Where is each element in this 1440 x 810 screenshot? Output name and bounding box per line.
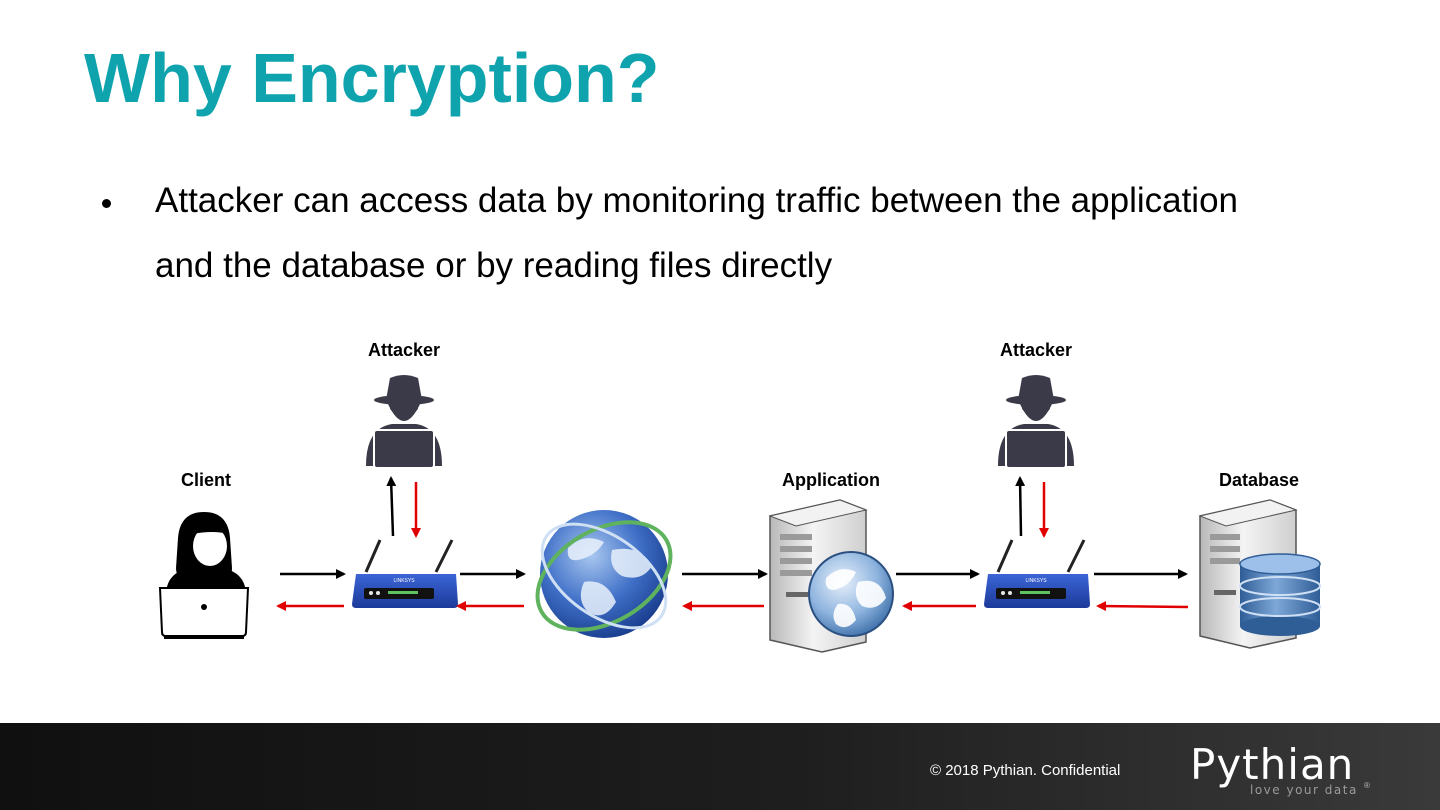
sniff-arrow-up	[1020, 478, 1021, 536]
brand-tagline: love your data	[1250, 783, 1358, 797]
label-database: Database	[1219, 470, 1299, 490]
return-arrow	[1098, 606, 1188, 607]
bullet-dot-icon	[102, 199, 111, 208]
label-attacker-2: Attacker	[1000, 340, 1072, 360]
client-user-icon	[160, 512, 248, 639]
router-brand-label: LINKSYS	[1025, 578, 1047, 584]
attacker-icon	[366, 375, 442, 468]
bullet-text: Attacker can access data by monitoring t…	[155, 168, 1295, 298]
internet-globe-icon	[519, 500, 690, 652]
application-server-icon	[770, 500, 893, 652]
copyright-text: © 2018 Pythian. Confidential	[930, 762, 1120, 779]
router-icon: LINKSYS	[984, 540, 1090, 608]
router-icon: LINKSYS	[352, 540, 458, 608]
bullet-list: Attacker can access data by monitoring t…	[102, 168, 1302, 298]
database-server-icon	[1200, 500, 1320, 648]
attacker-icon	[998, 375, 1074, 468]
bullet-item: Attacker can access data by monitoring t…	[102, 168, 1302, 298]
registered-mark: ®	[1364, 781, 1370, 790]
label-client: Client	[181, 470, 231, 490]
slide-title: Why Encryption?	[84, 38, 660, 118]
brand-name: Pythian	[1190, 741, 1354, 789]
sniff-arrow-up	[391, 478, 393, 536]
router-brand-label: LINKSYS	[393, 578, 415, 584]
label-application: Application	[782, 470, 880, 490]
pythian-logo: Pythian love your data ®	[1190, 741, 1390, 801]
footer-bar: © 2018 Pythian. Confidential Pythian lov…	[0, 723, 1440, 810]
label-attacker-1: Attacker	[368, 340, 440, 360]
network-diagram: Attacker Attacker Client Application Dat…	[0, 320, 1440, 670]
